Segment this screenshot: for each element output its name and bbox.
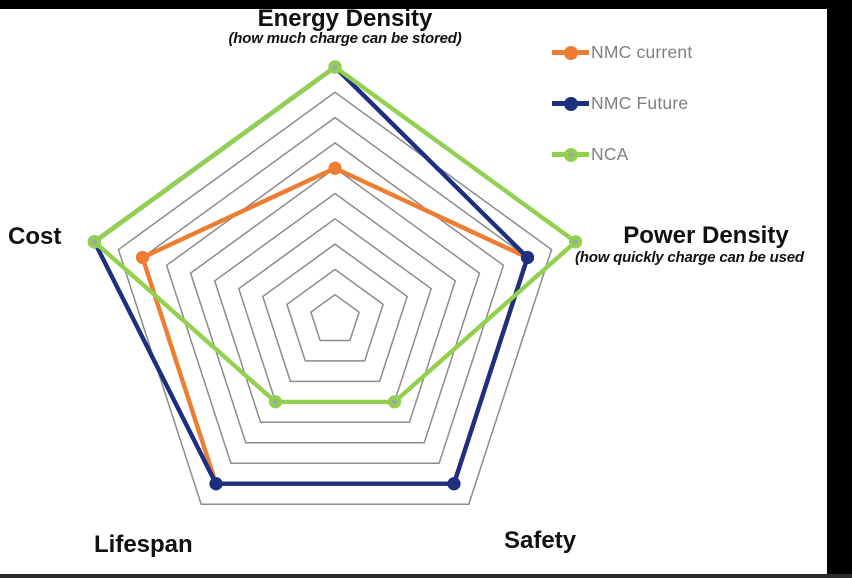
grid-ring: [189, 167, 481, 444]
right-black-bar: [827, 0, 852, 578]
series-point: [209, 477, 223, 491]
axis-sublabel-power-density: (how quickly charge can be used: [575, 249, 804, 266]
series-point: [520, 250, 535, 265]
legend-marker-line-icon: [552, 147, 589, 162]
legend-label: NMC Future: [591, 93, 689, 113]
axis-sublabel-energy-density: (how much charge can be stored): [228, 30, 462, 47]
legend-label: NCA: [591, 144, 629, 164]
series-point: [447, 477, 461, 491]
series-point-center: [573, 239, 579, 245]
legend-marker-dot-icon: [563, 96, 578, 111]
axis-label-power-density: Power Density: [623, 222, 789, 249]
grid-ring: [286, 268, 384, 362]
legend-entry-nmc-current: NMC current: [552, 42, 692, 63]
legend-entry-nmc-future: NMC Future: [552, 93, 692, 114]
axis-label-lifespan: Lifespan: [94, 531, 193, 558]
top-black-bar: [0, 0, 852, 9]
axis-label-safety: Safety: [504, 527, 577, 554]
legend-marker-dot-center-icon: [568, 152, 573, 157]
legend-label: NMC current: [591, 42, 693, 62]
bottom-black-bar: [0, 574, 852, 578]
series-line-nca: [92, 64, 578, 405]
grid-ring: [165, 141, 505, 465]
grid-ring: [213, 192, 457, 424]
grid-ring: [310, 293, 360, 342]
series-point-center: [91, 239, 97, 245]
legend-entry-nca: NCA: [552, 144, 692, 165]
series-point: [135, 250, 150, 265]
axis-label-energy-density: Energy Density: [257, 5, 433, 32]
series-line-nmc-future: [92, 64, 530, 486]
legend-marker-line-icon: [552, 45, 589, 60]
series-point: [328, 161, 342, 175]
legend-marker-dot-icon: [563, 147, 578, 162]
grid-ring: [117, 91, 553, 505]
axis-label-cost: Cost: [8, 223, 62, 250]
series-point-center: [272, 399, 279, 405]
series-point-center: [391, 399, 398, 405]
series-point-center: [332, 64, 338, 70]
legend-marker-dot-icon: [563, 45, 578, 60]
legend: NMC current NMC Future NCA: [552, 42, 692, 165]
legend-marker-line-icon: [552, 96, 589, 111]
grid-ring: [261, 243, 409, 383]
